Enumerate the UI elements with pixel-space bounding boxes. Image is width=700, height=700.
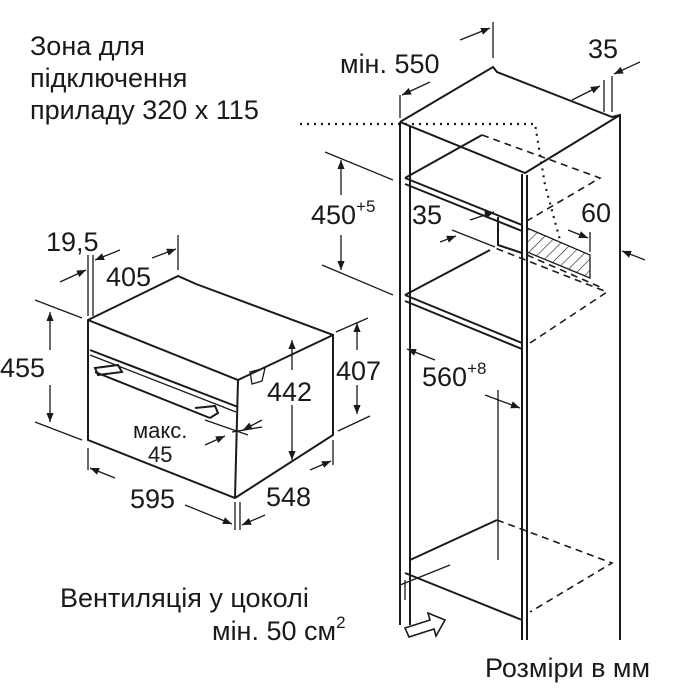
units-note: Розміри в мм [485,653,650,683]
body-height-label: 442 [267,377,312,407]
front-thickness-label: 19,5 [46,227,99,257]
handle-value-label: 45 [148,442,172,467]
top-depth-label: 405 [106,262,151,292]
ventilation-arrow-icon [403,611,447,639]
cabinet [399,65,621,640]
oven-dimensions [34,235,371,530]
oven-width-label: 595 [130,484,175,514]
connection-zone-line2: підключення [30,63,187,93]
connection-zone-line1: Зона для [30,31,145,61]
front-height-label: 455 [0,353,45,383]
oven [87,274,334,500]
niche-width-label: 560+8 [422,359,486,392]
cabinet-depth-label: мін. 550 [340,49,440,79]
ventilation-line2: мін. 50 см2 [212,613,346,646]
connection-zone-line3: приладу 320 x 115 [30,95,259,125]
niche-height-label: 450+5 [311,197,375,230]
rear-height-label: 407 [336,356,381,386]
shelf-gap-label: 35 [412,200,442,230]
hatched-depth-label: 60 [581,198,611,228]
handle-max-label: макс. [133,418,187,443]
cabinet-rear-gap-label: 35 [588,34,618,64]
cabinet-dimensions [321,22,646,409]
oven-depth-label: 548 [266,482,311,512]
ventilation-line1: Вентиляція у цоколі [60,583,309,613]
